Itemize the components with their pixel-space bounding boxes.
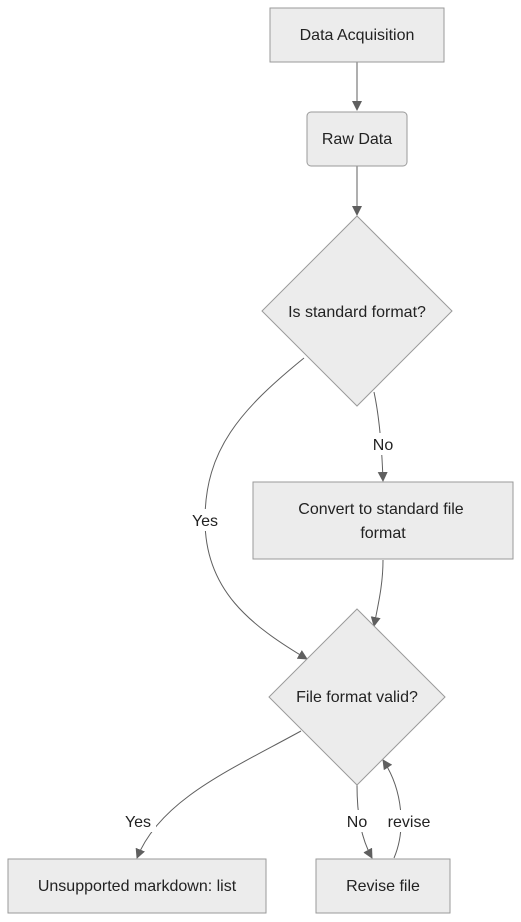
svg-text:Yes: Yes (125, 814, 151, 831)
node-revise-file: Revise file (315, 858, 451, 914)
svg-text:Revise file: Revise file (346, 878, 420, 895)
svg-text:revise: revise (388, 814, 431, 831)
node-is-standard-format: Is standard format? (261, 215, 453, 407)
edge-revise (382, 759, 402, 859)
edge-valid-yes (135, 730, 302, 859)
svg-text:No: No (373, 437, 394, 454)
edge-label-valid-no: No (343, 810, 371, 832)
node-file-format-valid: File format valid? (268, 608, 446, 786)
node-data-acquisition: Data Acquisition (269, 7, 445, 63)
node-convert-standard-file-format: Convert to standard file format (252, 481, 514, 560)
edge-label-standard-yes: Yes (187, 509, 223, 531)
svg-text:Raw Data: Raw Data (322, 131, 392, 148)
edge-label-valid-yes: Yes (120, 810, 156, 832)
svg-text:Is standard format?: Is standard format? (288, 304, 426, 321)
edge-convert-to-valid (370, 559, 384, 627)
svg-text:Data Acquisition: Data Acquisition (300, 27, 415, 44)
svg-text:File format valid?: File format valid? (296, 689, 418, 706)
svg-text:No: No (347, 814, 368, 831)
node-raw-data: Raw Data (306, 111, 408, 167)
svg-text:Yes: Yes (192, 513, 218, 530)
svg-text:Convert to standard file: Convert to standard file (298, 501, 464, 518)
svg-text:Unsupported markdown: list: Unsupported markdown: list (38, 878, 237, 895)
edge-label-revise: revise (384, 810, 434, 832)
edge-label-standard-no: No (369, 433, 397, 455)
node-unsupported-markdown-list: Unsupported markdown: list (7, 858, 267, 914)
svg-text:format: format (360, 525, 406, 542)
